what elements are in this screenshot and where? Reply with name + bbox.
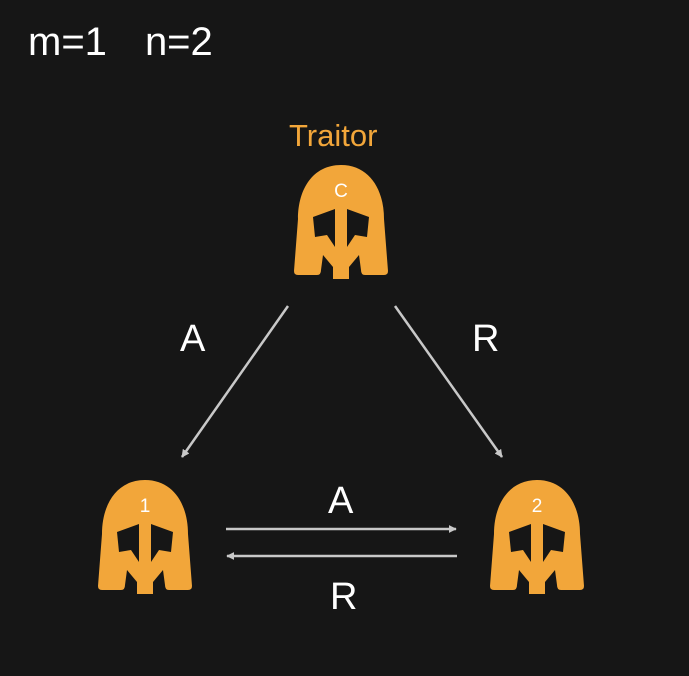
- message-commander-to-1: A: [180, 318, 206, 360]
- lieutenant-2-node: 2: [485, 478, 589, 596]
- param-m: m=1: [28, 20, 107, 64]
- lieutenant-1-node: 1: [93, 478, 197, 596]
- message-2-to-1: R: [330, 576, 358, 618]
- lieutenant-2-id: 2: [531, 496, 543, 517]
- helmet-icon: [98, 480, 192, 594]
- lieutenant-1-id: 1: [139, 496, 151, 517]
- helmet-icon: [490, 480, 584, 594]
- parameters: m=1 n=2: [28, 22, 213, 62]
- param-n: n=2: [144, 20, 213, 64]
- arrow-commander-to-1: [180, 305, 290, 458]
- helmet-icon: [294, 165, 388, 279]
- arrow-commander-to-2: [393, 305, 504, 458]
- commander-node: C: [289, 163, 393, 281]
- message-commander-to-2: R: [472, 318, 500, 360]
- message-1-to-2: A: [328, 480, 354, 522]
- commander-id: C: [334, 181, 348, 202]
- commander-role-label: Traitor: [289, 118, 378, 153]
